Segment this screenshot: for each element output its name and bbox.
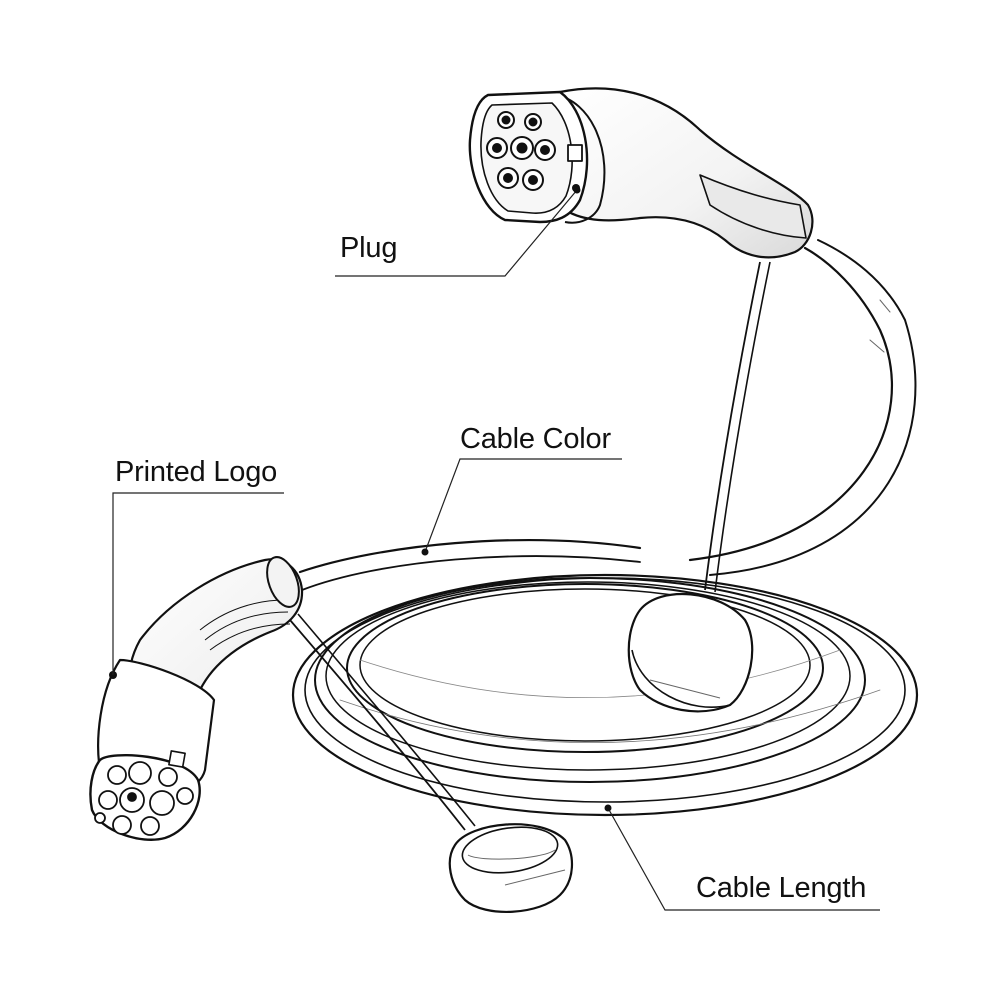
cable-length-label: Cable Length	[696, 872, 867, 904]
printed-logo-leader	[112, 492, 284, 675]
cable-right-segment	[688, 239, 917, 576]
cable-coil	[291, 573, 919, 817]
plug-connector	[468, 87, 814, 259]
callout-leaders	[112, 186, 880, 911]
cable-color-leader	[424, 458, 622, 553]
cable-length-leader	[607, 807, 880, 911]
connector-dust-cap	[289, 613, 574, 914]
plug-label: Plug	[340, 232, 398, 264]
cable-color-label: Cable Color	[460, 423, 611, 455]
plug-dust-cap	[627, 261, 771, 713]
vehicle-connector	[89, 556, 304, 841]
cable-left-segment	[298, 539, 642, 591]
connector-pins	[94, 761, 194, 836]
plug-pins	[486, 111, 556, 191]
printed-logo-label: Printed Logo	[115, 456, 278, 488]
plug-leader	[335, 189, 578, 277]
